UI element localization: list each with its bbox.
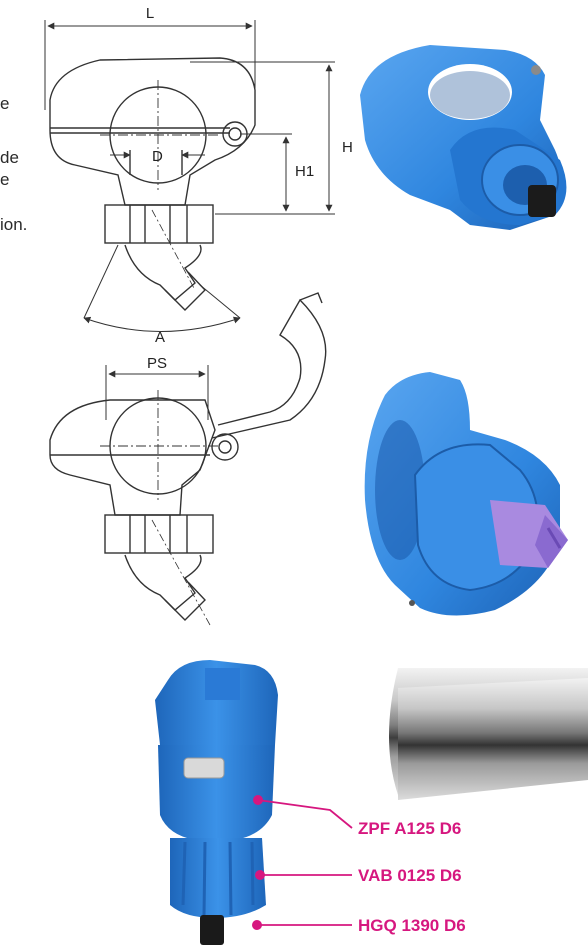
dimension-label-L: L <box>146 5 154 22</box>
callout-dot <box>255 870 265 880</box>
closed-clamp-drawing <box>49 57 256 311</box>
callout-label-zpf: ZPF A125 D6 <box>358 819 461 838</box>
open-clamp-photo <box>364 372 568 616</box>
text-fragment: ion. <box>0 215 28 234</box>
callout-label-hgq: HGQ 1390 D6 <box>358 916 466 935</box>
closed-clamp-photo <box>360 45 567 230</box>
dimension-label-A: A <box>155 329 165 346</box>
callout-dot <box>252 920 262 930</box>
text-fragment: de <box>0 148 19 167</box>
dimension-label-D: D <box>152 148 163 165</box>
dimension-label-H: H <box>342 139 353 156</box>
text-fragment: e <box>0 94 10 113</box>
dimension-label-PS: PS <box>147 355 167 372</box>
assembly-photo <box>155 660 588 945</box>
dimension-label-H1: H1 <box>295 163 314 180</box>
callout-leaders <box>257 799 353 926</box>
dimension-lines-top <box>44 20 335 332</box>
open-clamp-drawing <box>49 292 327 626</box>
text-fragment: e <box>0 170 10 189</box>
callout-label-vab: VAB 0125 D6 <box>358 866 462 885</box>
dimension-lines-ps <box>105 365 209 420</box>
callout-dot <box>253 795 263 805</box>
